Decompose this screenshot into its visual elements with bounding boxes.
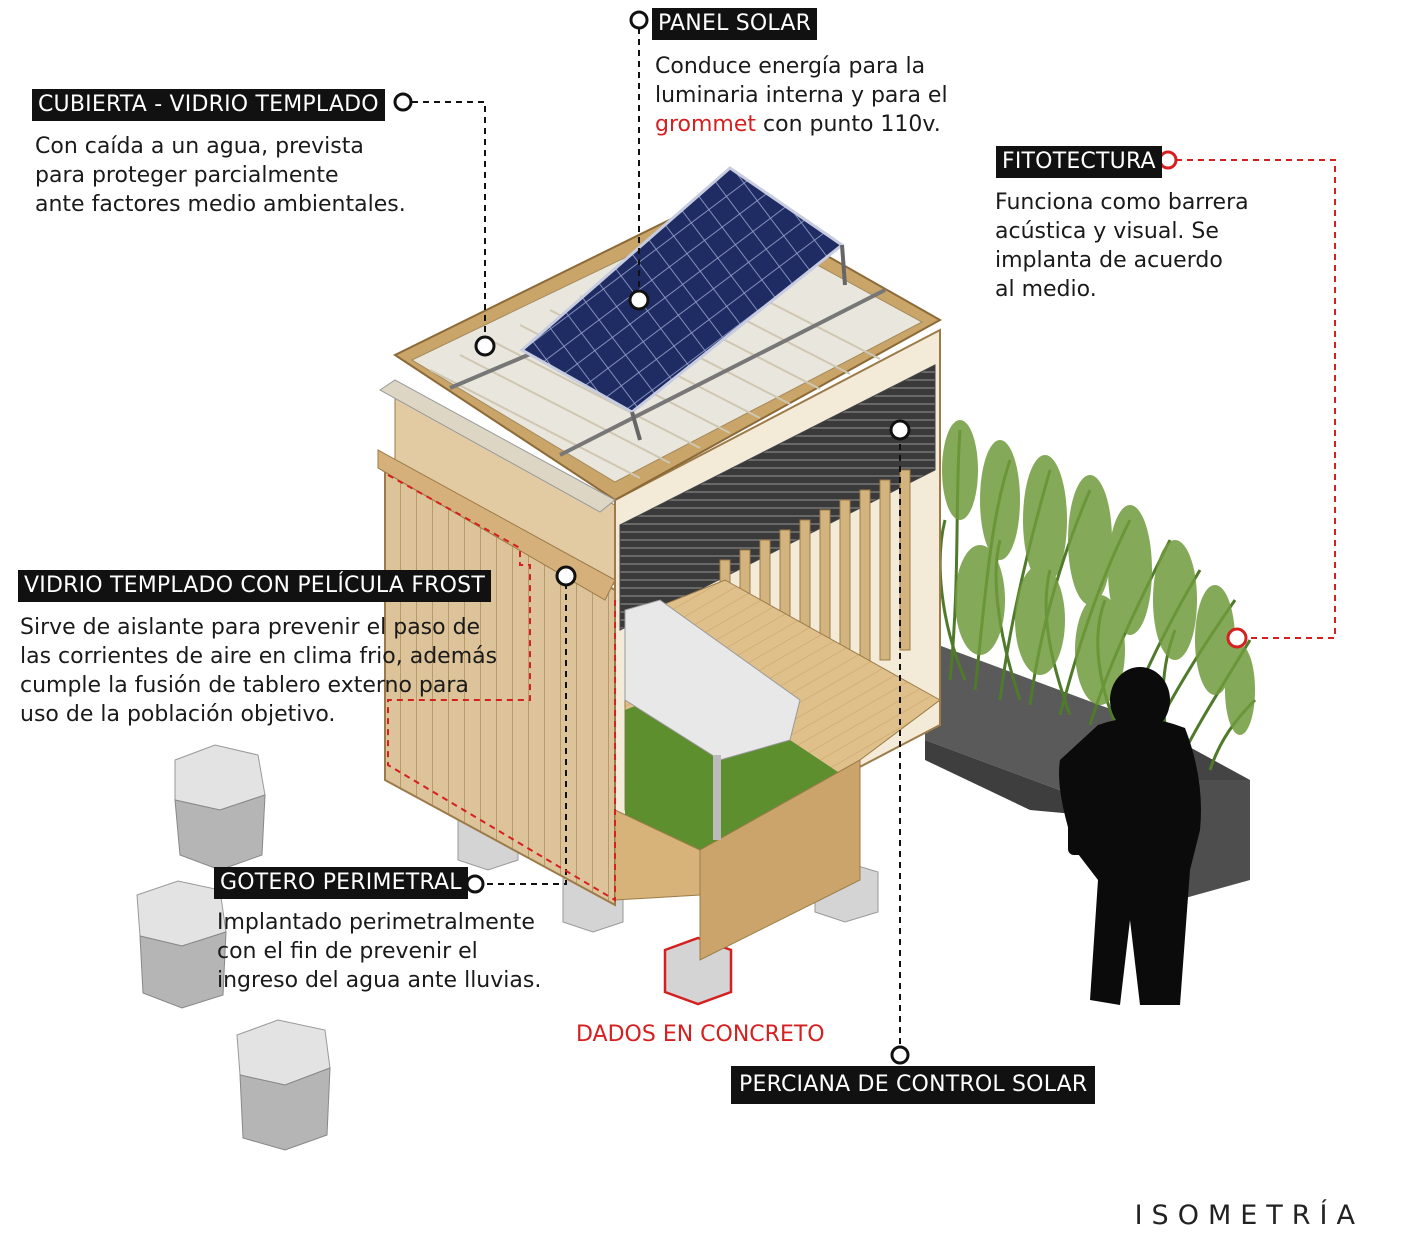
cubierta-line-1: Con caída a un agua, prevista [35,134,364,159]
fitotectura-line-3: implanta de acuerdo [995,248,1223,273]
vidrio-frost-description: Sirve de aislante para prevenir el paso … [20,613,497,729]
solar-panel [519,166,847,441]
fitotectura-description: Funciona como barrera acústica y visual.… [995,188,1249,304]
cubierta-description: Con caída a un agua, prevista para prote… [35,132,406,219]
callout-dots [393,10,1248,1065]
grommet-highlight: grommet [655,112,757,137]
panel-solar-line-1: Conduce energía para la [655,54,926,79]
gotero-line-1: Implantado perimetralmente [217,910,535,935]
fitotectura-line-4: al medio. [995,277,1097,302]
vidrio-frost-line-3: cumple la fusión de tablero externo para [20,673,469,698]
panel-solar-line-3-rest: con punto 110v. [756,112,941,137]
cubierta-line-2: para proteger parcialmente [35,163,339,188]
vidrio-frost-line-1: Sirve de aislante para prevenir el paso … [20,615,481,640]
gotero-title: GOTERO PERIMETRAL [214,867,468,899]
panel-solar-title: PANEL SOLAR [652,8,818,40]
concrete-stools [136,744,331,1151]
gotero-line-2: con el fin de prevenir el [217,939,478,964]
cubierta-title: CUBIERTA - VIDRIO TEMPLADO [32,89,385,121]
vidrio-frost-line-4: uso de la población objetivo. [20,702,336,727]
perciana-title: PERCIANA DE CONTROL SOLAR [731,1066,1096,1104]
fitotectura-title: FITOTECTURA [996,146,1162,178]
dados-title: DADOS EN CONCRETO [576,1022,825,1047]
fitotectura-line-2: acústica y visual. Se [995,219,1219,244]
panel-solar-line-3: grommet con punto 110v. [655,110,948,139]
gotero-description: Implantado perimetralmente con el fin de… [217,908,541,995]
person-silhouette [1059,667,1201,1005]
cubierta-line-3: ante factores medio ambientales. [35,192,406,217]
vidrio-frost-title: VIDRIO TEMPLADO CON PELÍCULA FROST [18,570,491,602]
gotero-line-3: ingreso del agua ante lluvias. [217,968,542,993]
vegetation-leaves [942,420,1255,735]
fitotectura-line-1: Funciona como barrera [995,190,1249,215]
view-title: ISOMETRÍA [1134,1200,1364,1231]
panel-solar-description: Conduce energía para la luminaria intern… [655,52,948,139]
vidrio-frost-line-2: las corrientes de aire en clima frio, ad… [20,644,498,669]
callout-lines [387,28,1336,1055]
panel-solar-line-2: luminaria interna y para el [655,83,948,108]
